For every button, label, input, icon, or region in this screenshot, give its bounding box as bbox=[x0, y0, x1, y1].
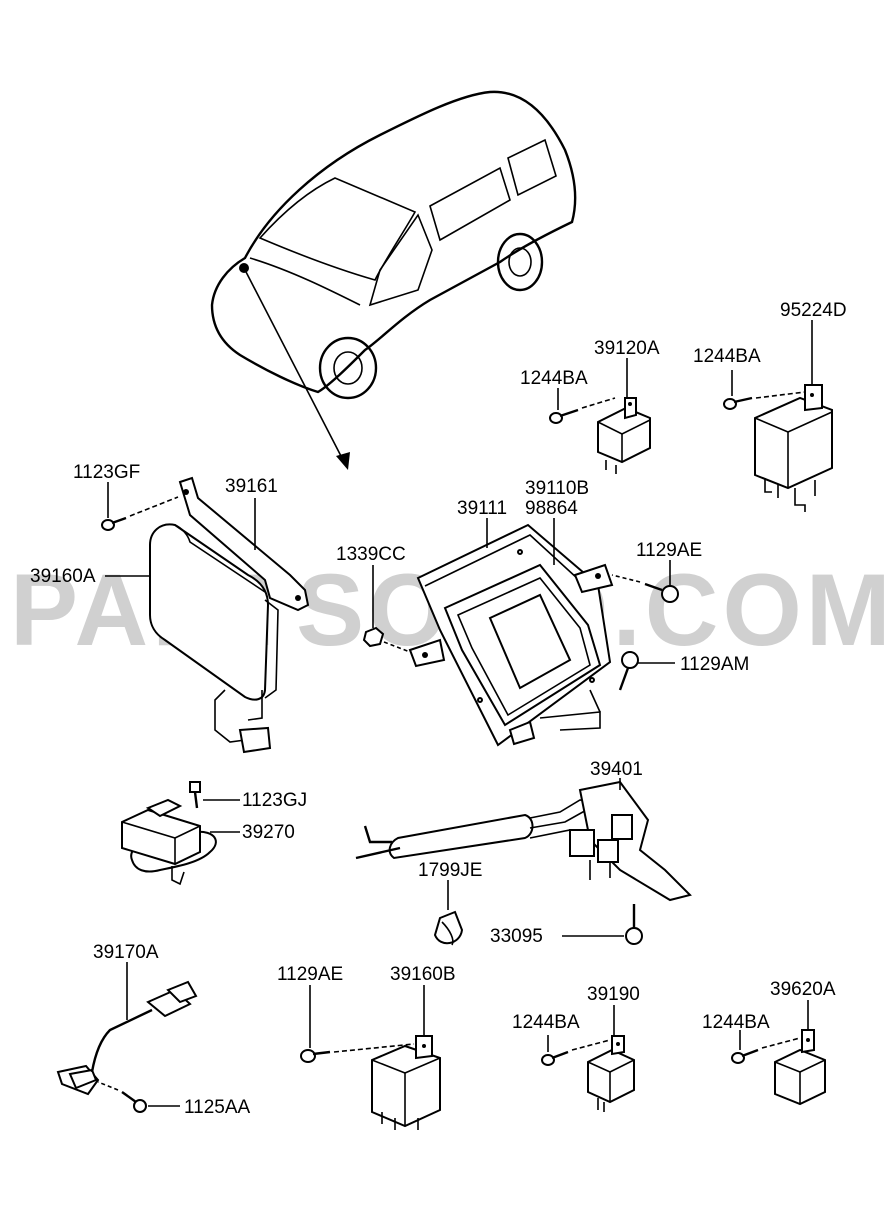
label-39110B: 39110B bbox=[525, 478, 589, 499]
label-1125AA: 1125AA bbox=[184, 1097, 251, 1118]
screw-icon bbox=[723, 396, 753, 410]
ecu-39110B bbox=[362, 518, 679, 747]
bolt-icon bbox=[625, 904, 643, 945]
label-1129AE: 1129AE bbox=[277, 964, 343, 985]
label-39190: 39190 bbox=[587, 984, 640, 1005]
label-98864: 98864 bbox=[525, 498, 578, 519]
screw-icon bbox=[121, 1091, 147, 1113]
label-1244BA: 1244BA bbox=[512, 1012, 580, 1033]
label-39120A: 39120A bbox=[594, 338, 660, 359]
label-1123GJ: 1123GJ bbox=[242, 790, 307, 811]
label-39620A: 39620A bbox=[770, 979, 836, 1000]
label-1129AM: 1129AM bbox=[680, 654, 749, 675]
label-1129AE: 1129AE bbox=[636, 540, 702, 561]
label-1799JE: 1799JE bbox=[418, 860, 482, 881]
control-unit-39160A bbox=[101, 476, 310, 754]
label-39160B: 39160B bbox=[390, 964, 456, 985]
label-1123GF: 1123GF bbox=[73, 462, 140, 483]
relay-39620A bbox=[731, 1000, 826, 1106]
label-1244BA: 1244BA bbox=[702, 1012, 770, 1033]
label-33095: 33095 bbox=[490, 926, 543, 947]
screw-icon bbox=[731, 1048, 759, 1064]
label-1244BA: 1244BA bbox=[693, 346, 761, 367]
label-95224D: 95224D bbox=[780, 300, 847, 321]
relay-39160B bbox=[300, 985, 441, 1130]
sensor-39270 bbox=[121, 781, 240, 886]
label-1339CC: 1339CC bbox=[336, 544, 406, 565]
nut-icon bbox=[362, 626, 385, 648]
label-39160A: 39160A bbox=[30, 566, 96, 587]
label-39111: 39111 bbox=[457, 498, 507, 519]
label-39401: 39401 bbox=[590, 759, 643, 780]
screw-icon bbox=[541, 1050, 569, 1066]
screw-icon bbox=[101, 516, 127, 531]
label-39170A: 39170A bbox=[93, 942, 159, 963]
label-39161: 39161 bbox=[225, 476, 278, 497]
sensor-39170A bbox=[56, 962, 198, 1113]
clip-icon bbox=[433, 910, 464, 946]
bolt-icon bbox=[618, 651, 639, 691]
screw-icon bbox=[300, 1049, 331, 1063]
relay-95224D bbox=[723, 320, 833, 512]
relay-39120A bbox=[549, 358, 651, 474]
screw-icon bbox=[549, 408, 579, 424]
relay-39190 bbox=[541, 1005, 635, 1112]
van-illustration bbox=[210, 90, 577, 470]
label-1244BA: 1244BA bbox=[520, 368, 588, 389]
part-labels: 95224D 39120A 1244BA 1244BA 1123GF 39161… bbox=[30, 300, 847, 1118]
label-39270: 39270 bbox=[242, 822, 295, 843]
harness-39401 bbox=[355, 778, 692, 946]
